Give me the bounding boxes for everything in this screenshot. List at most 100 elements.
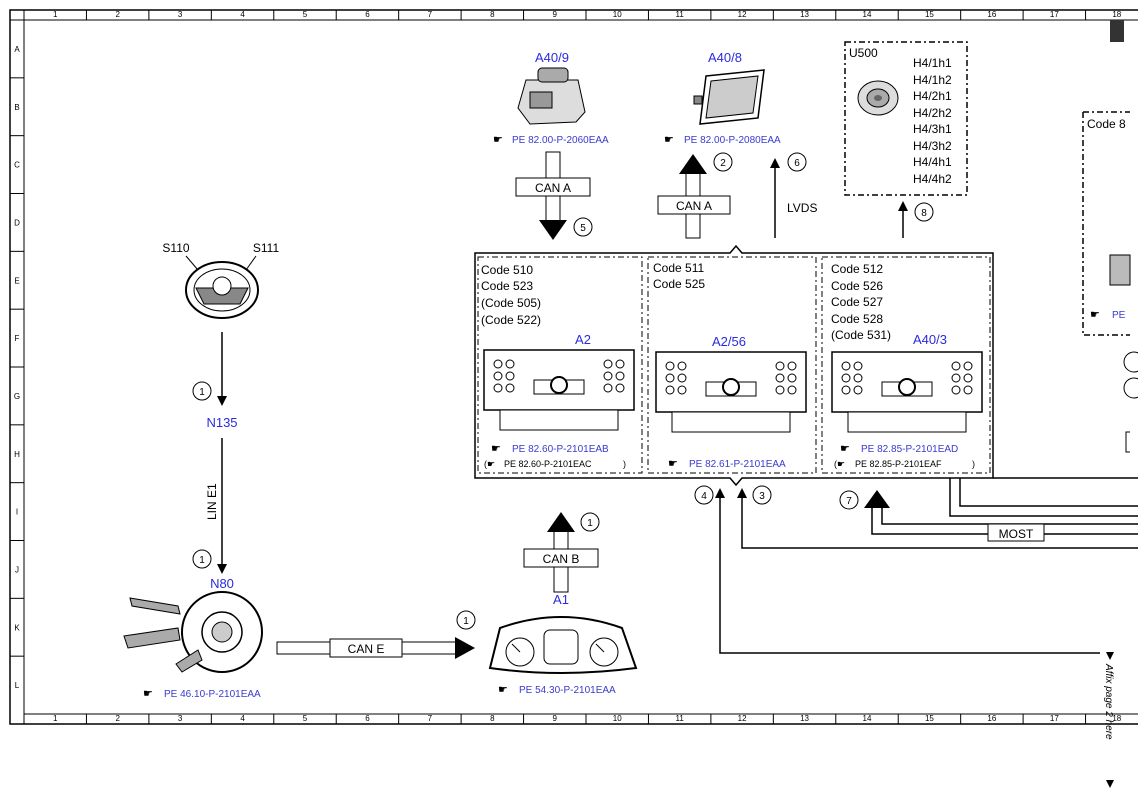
row-index-label: J bbox=[15, 565, 19, 574]
svg-text:(☛: (☛ bbox=[834, 459, 845, 469]
svg-text:PE 82.60-P-2101EAC: PE 82.60-P-2101EAC bbox=[504, 459, 592, 469]
column-index-label: 12 bbox=[738, 714, 747, 723]
partial-device-icon bbox=[1109, 254, 1131, 286]
lvds-label: LVDS bbox=[787, 201, 817, 215]
marker-4-text: 4 bbox=[701, 491, 707, 502]
row-index-label: I bbox=[16, 508, 18, 517]
a40-3-ref: ☛ PE 82.85-P-2101EAD (☛ PE 82.85-P-2101E… bbox=[834, 443, 975, 469]
svg-text:Code 528: Code 528 bbox=[831, 312, 883, 326]
svg-text:(Code 531): (Code 531) bbox=[831, 328, 891, 342]
column-index-label: 13 bbox=[800, 714, 809, 723]
can-e-arrow-head bbox=[455, 637, 475, 659]
svg-text:PE 82.60-P-2101EAB: PE 82.60-P-2101EAB bbox=[512, 444, 609, 455]
can-a-box-1 bbox=[515, 177, 591, 197]
column-index-label: 8 bbox=[490, 714, 495, 723]
svg-text:(☛: (☛ bbox=[484, 459, 495, 469]
a2-codes: Code 510 Code 523 (Code 505) (Code 522) bbox=[481, 263, 541, 327]
instrument-cluster-icon bbox=[488, 616, 638, 674]
column-index-label: 12 bbox=[738, 10, 747, 19]
row-index-label: E bbox=[14, 276, 19, 285]
svg-text:(Code 522): (Code 522) bbox=[481, 313, 541, 327]
svg-text:H4/2h2: H4/2h2 bbox=[913, 106, 952, 120]
svg-text:H4/4h1: H4/4h1 bbox=[913, 155, 952, 169]
svg-text:): ) bbox=[972, 459, 975, 469]
can-b-label: CAN B bbox=[543, 552, 580, 566]
code8-box bbox=[1082, 111, 1130, 336]
column-index-label: 13 bbox=[800, 10, 809, 19]
radio-unit-a2-56-icon bbox=[655, 351, 807, 433]
can-a-arrow-head bbox=[539, 220, 567, 240]
s111-label: S111 bbox=[253, 241, 280, 255]
column-index-label: 2 bbox=[115, 10, 120, 19]
a1-label: A1 bbox=[553, 592, 569, 607]
column-index-label: 7 bbox=[428, 714, 433, 723]
marker-3-text: 3 bbox=[759, 491, 765, 502]
most-label: MOST bbox=[999, 527, 1034, 541]
a2-56-label: A2/56 bbox=[712, 334, 746, 349]
a2-ref: ☛ PE 82.60-P-2101EAB (☛ PE 82.60-P-2101E… bbox=[484, 443, 626, 469]
marker-8-text: 8 bbox=[921, 208, 927, 219]
affix-arrow-bottom bbox=[1106, 780, 1114, 788]
row-index-label: H bbox=[14, 450, 20, 459]
u500-box bbox=[844, 41, 968, 196]
a40-3-codes: Code 512 Code 526 Code 527 Code 528 (Cod… bbox=[831, 262, 891, 342]
a40-9-label: A40/9 bbox=[535, 50, 569, 65]
column-index-label: 3 bbox=[178, 10, 183, 19]
marker-4 bbox=[694, 485, 714, 505]
column-index-label: 14 bbox=[863, 714, 872, 723]
can-a-up-head bbox=[679, 154, 707, 174]
most-arrow-head bbox=[864, 490, 890, 508]
a40-9-ref: ☛ PE 82.00-P-2060EAA bbox=[493, 134, 609, 146]
column-index-label: 5 bbox=[303, 10, 308, 19]
marker-1-b-text: 1 bbox=[199, 555, 205, 566]
controller-icon bbox=[517, 67, 586, 125]
column-index-label: 9 bbox=[553, 10, 558, 19]
marker-3 bbox=[752, 485, 772, 505]
a40-3-box bbox=[821, 256, 991, 474]
column-index-label: 1 bbox=[53, 714, 58, 723]
column-index-label: 16 bbox=[987, 10, 996, 19]
svg-text:PE 82.85-P-2101EAD: PE 82.85-P-2101EAD bbox=[861, 444, 958, 455]
marker-6-text: 6 bbox=[794, 158, 800, 169]
most-box bbox=[987, 523, 1045, 542]
column-index-label: 10 bbox=[613, 714, 622, 723]
svg-text:PE 82.00-P-2080EAA: PE 82.00-P-2080EAA bbox=[684, 135, 781, 146]
partial-circle-2 bbox=[1123, 377, 1138, 399]
svg-text:☛: ☛ bbox=[493, 134, 503, 146]
column-index-label: 16 bbox=[987, 714, 996, 723]
most-line-inner bbox=[881, 502, 1138, 525]
a2-56-codes: Code 511 Code 525 bbox=[653, 261, 705, 291]
svg-text:Code 527: Code 527 bbox=[831, 295, 883, 309]
column-index-label: 9 bbox=[553, 714, 558, 723]
partial-circle-1 bbox=[1123, 351, 1138, 373]
svg-text:☛: ☛ bbox=[664, 134, 674, 146]
svg-text:☛: ☛ bbox=[498, 684, 508, 696]
a40-8-ref: ☛ PE 82.00-P-2080EAA bbox=[664, 134, 781, 146]
row-index-label: D bbox=[14, 218, 20, 227]
row-index-label: C bbox=[14, 161, 20, 170]
a40-8-label: A40/8 bbox=[708, 50, 742, 65]
marker-8 bbox=[914, 202, 934, 222]
most-line-outer bbox=[871, 502, 1138, 535]
can-a-label-2: CAN A bbox=[676, 199, 712, 213]
steering-column-module-icon bbox=[123, 591, 263, 673]
can-a-label-1: CAN A bbox=[535, 181, 571, 195]
column-index-label: 1 bbox=[53, 10, 58, 19]
svg-text:): ) bbox=[623, 459, 626, 469]
marker-5 bbox=[573, 217, 593, 237]
svg-text:Code 510: Code 510 bbox=[481, 263, 533, 277]
n135-label: N135 bbox=[206, 415, 237, 430]
column-index-label: 2 bbox=[115, 714, 120, 723]
svg-text:☛: ☛ bbox=[840, 443, 850, 455]
svg-text:Code 523: Code 523 bbox=[481, 279, 533, 293]
row-index-label: G bbox=[14, 392, 20, 401]
column-index-label: 10 bbox=[613, 10, 622, 19]
svg-text:☛: ☛ bbox=[668, 458, 678, 470]
column-index-label: 15 bbox=[925, 10, 934, 19]
code8-ref: ☛ PE bbox=[1090, 309, 1126, 321]
svg-text:H4/1h1: H4/1h1 bbox=[913, 56, 952, 70]
display-icon bbox=[693, 69, 765, 125]
